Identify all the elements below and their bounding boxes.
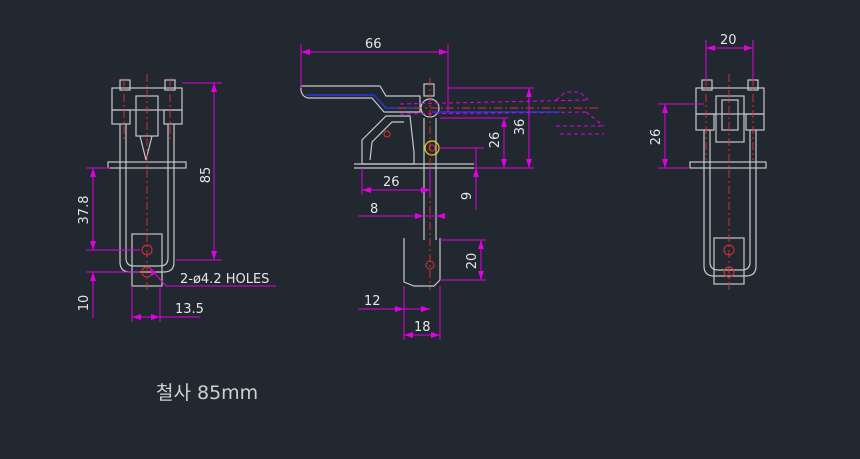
dim-side-9: 9 <box>460 192 475 200</box>
front-view: 85 37.8 10 2-ø4.2 HOLES 13.5 <box>77 74 276 322</box>
dim-side-8: 8 <box>370 202 378 217</box>
dim-front-37-8: 37.8 <box>77 196 92 225</box>
dim-front-13-5: 13.5 <box>175 302 204 317</box>
dim-side-36: 36 <box>513 119 528 136</box>
dim-rear-26: 26 <box>649 129 664 146</box>
rear-view: 20 26 <box>649 33 767 292</box>
dim-rear-20: 20 <box>720 33 737 48</box>
dim-side-26-horizontal: 26 <box>383 175 400 190</box>
holes-label: 2-ø4.2 HOLES <box>180 272 269 287</box>
dim-side-18: 18 <box>414 320 431 335</box>
caption: 철사 85mm <box>156 382 258 404</box>
dim-front-85: 85 <box>199 167 214 184</box>
dim-side-20: 20 <box>465 253 480 270</box>
side-view: 66 26 36 26 9 8 <box>300 37 605 340</box>
dim-side-66: 66 <box>365 37 382 52</box>
dim-front-10: 10 <box>77 295 92 312</box>
dim-side-26: 26 <box>488 132 503 149</box>
dim-side-12: 12 <box>364 294 381 309</box>
